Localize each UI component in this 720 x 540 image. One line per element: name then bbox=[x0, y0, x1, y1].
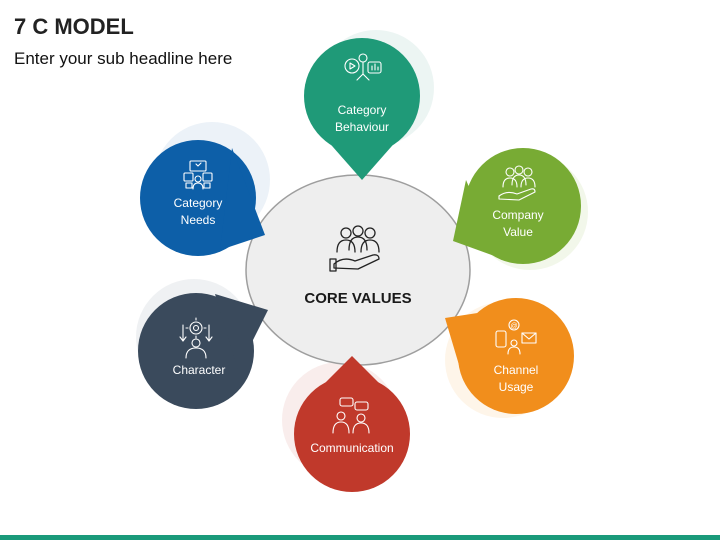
needs-board-icon bbox=[183, 160, 213, 190]
node-label-line1: Company bbox=[492, 208, 543, 222]
node-label-line1: Category bbox=[338, 103, 387, 117]
node-label-line2: Behaviour bbox=[335, 120, 389, 134]
analytics-chart-icon bbox=[344, 53, 382, 81]
node-label-line1: Channel bbox=[494, 363, 539, 377]
node-label-line2: Value bbox=[503, 225, 533, 239]
page-title: 7 C MODEL bbox=[14, 14, 134, 39]
node-character: Character bbox=[138, 293, 268, 409]
person-gear-icon bbox=[179, 317, 213, 359]
node-communication: Communication bbox=[294, 356, 410, 492]
node-label-line1: Character bbox=[173, 363, 226, 377]
node-label-line1: Category bbox=[174, 196, 223, 210]
bottom-accent-bar bbox=[0, 535, 720, 540]
node-label-line2: Needs bbox=[181, 213, 216, 227]
node-company-value: Company Value bbox=[453, 148, 581, 264]
hand-holding-people-icon bbox=[329, 225, 380, 272]
node-category-behaviour: Category Behaviour bbox=[304, 38, 420, 180]
core-circle bbox=[245, 174, 471, 366]
people-talking-icon bbox=[332, 397, 370, 434]
node-channel-usage: @ Channel Usage bbox=[445, 298, 574, 414]
page-subtitle: Enter your sub headline here bbox=[14, 49, 233, 68]
hand-holding-people-icon bbox=[498, 165, 536, 201]
node-label-line2: Usage bbox=[499, 380, 534, 394]
core-label: CORE VALUES bbox=[304, 290, 411, 307]
node-category-needs: Category Needs bbox=[140, 140, 265, 256]
svg-text:@: @ bbox=[510, 323, 517, 330]
node-label-line1: Communication bbox=[310, 441, 393, 455]
communication-channels-icon: @ bbox=[495, 319, 537, 355]
